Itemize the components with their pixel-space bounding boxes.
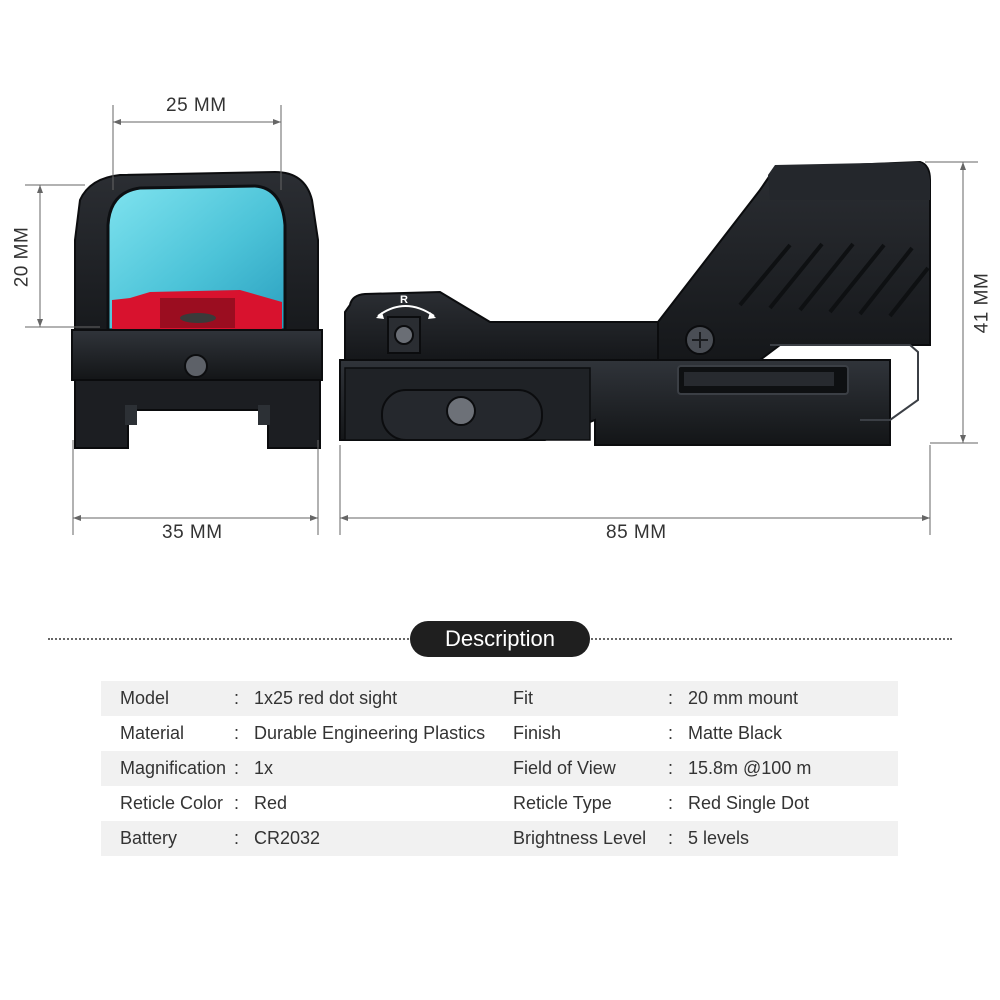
grip-ribs — [738, 242, 930, 318]
description-heading: Description — [410, 621, 590, 657]
adjust-marker-r: R — [400, 294, 408, 306]
spec-key: Model — [101, 681, 234, 716]
spec-separator: : — [234, 793, 240, 813]
spec-value: Red — [254, 793, 288, 813]
spec-key: Field of View — [513, 751, 668, 786]
spec-key: Magnification — [101, 751, 234, 786]
spec-value: 1x25 red dot sight — [254, 681, 513, 716]
front-dimension-arrows — [37, 119, 318, 521]
front-screw — [184, 354, 208, 378]
spec-row: Material : Durable Engineering Plastics … — [101, 716, 898, 751]
spec-key: Fit — [513, 681, 668, 716]
spec-row: Reticle Color : Red Reticle Type : Red S… — [101, 786, 898, 821]
spec-value: 1x — [254, 751, 513, 786]
spec-separator: : — [234, 723, 240, 743]
spec-key: Finish — [513, 723, 562, 743]
spec-value: 5 levels — [688, 821, 898, 856]
windage-screw — [394, 325, 414, 345]
side-dimension-lines — [339, 161, 978, 535]
spec-separator: : — [668, 793, 674, 813]
sight-drawing: R — [25, 105, 978, 535]
dimension-base-width: 35 MM — [162, 522, 223, 543]
dimension-length: 85 MM — [606, 522, 667, 543]
front-view — [71, 170, 323, 449]
spec-key: Battery — [101, 821, 234, 856]
spec-separator: : — [668, 821, 688, 856]
spec-separator: : — [668, 681, 688, 716]
side-dimension-arrows — [340, 162, 966, 521]
spec-separator: : — [668, 751, 688, 786]
spec-value: 15.8m @100 m — [688, 751, 898, 786]
product-illustration: R 25 MM 20 MM 35 MM 85 MM 41 — [11, 95, 993, 543]
clamp-knob — [446, 396, 476, 426]
spec-key: Brightness Level — [513, 821, 668, 856]
spec-row: Magnification : 1x Field of View : 15.8m… — [101, 751, 898, 786]
spec-value: CR2032 — [254, 821, 513, 856]
spec-value: Matte Black — [688, 723, 783, 743]
spec-value: Red Single Dot — [688, 793, 810, 813]
dimension-lens-height: 20 MM — [11, 226, 33, 288]
spec-separator: : — [234, 751, 254, 786]
spec-row: Battery : CR2032 Brightness Level : 5 le… — [101, 821, 898, 856]
dimension-lens-width: 25 MM — [166, 95, 227, 116]
front-dimension-lines — [25, 105, 319, 535]
spec-key: Reticle Color — [120, 793, 224, 813]
spec-value: Durable Engineering Plastics — [254, 723, 486, 743]
spec-row: Model : 1x25 red dot sight Fit : 20 mm m… — [101, 681, 898, 716]
spec-key: Reticle Type — [513, 793, 612, 813]
spec-separator: : — [234, 821, 254, 856]
spec-key: Material — [120, 723, 185, 743]
dimension-height: 41 MM — [971, 272, 993, 334]
spec-value: 20 mm mount — [688, 681, 898, 716]
spec-separator: : — [668, 723, 674, 743]
spec-separator: : — [234, 681, 254, 716]
spec-table: Model : 1x25 red dot sight Fit : 20 mm m… — [101, 681, 898, 856]
side-view: R — [339, 160, 931, 446]
